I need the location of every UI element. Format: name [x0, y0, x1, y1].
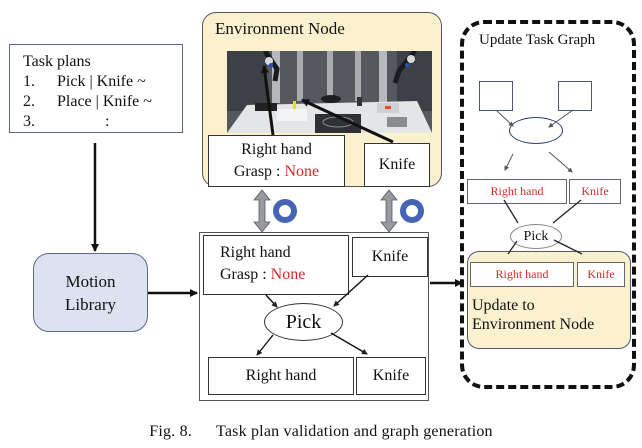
graph-output-right-hand-node: Right hand: [208, 357, 354, 395]
placeholder-node-left: [479, 81, 513, 111]
update-task-graph-panel: Update Task Graph Right hand Knife Right…: [460, 20, 636, 389]
task-plans-box: Task plans 1. Pick | Knife ~ 2. Place | …: [9, 44, 183, 133]
workcell-photo-image: [227, 51, 432, 133]
check-circle-icon: [273, 199, 297, 223]
graph-pick-action-node: Pick: [264, 303, 343, 341]
grasp-value: None: [270, 266, 306, 283]
double-arrow-right-hand: [253, 189, 271, 233]
environment-right-hand-node: Right hand Grasp : None: [208, 135, 345, 187]
environment-knife-node: Knife: [364, 143, 430, 187]
update-task-graph-title: Update Task Graph: [479, 32, 596, 48]
motion-library-node: Motion Library: [33, 253, 148, 332]
grasp-status: Grasp : None: [220, 264, 348, 286]
task-plans-title: Task plans: [23, 53, 91, 70]
update-environment-label: Update to Environment Node: [472, 297, 595, 333]
figure-number: Fig. 8.: [149, 423, 192, 440]
double-arrow-knife: [380, 189, 398, 233]
task-plan-item: 1. Pick | Knife ~: [23, 73, 146, 90]
update-environment-node: Right hand Knife Update to Environment N…: [467, 251, 631, 349]
motion-library-label: Motion: [65, 271, 116, 291]
workcell-photo: [227, 51, 432, 133]
grasp-value: None: [284, 163, 320, 180]
grasp-label: Grasp :: [220, 266, 271, 283]
right-hand-label: Right hand: [220, 244, 291, 261]
placeholder-action-node: [509, 117, 563, 144]
task-plan-item: 2. Place | Knife ~: [23, 93, 152, 110]
update-pick-action-node: Pick: [510, 224, 562, 249]
graph-right-hand-node: Right hand Grasp : None: [203, 235, 349, 295]
environment-node-title: Environment Node: [215, 19, 345, 38]
graph-knife-node: Knife: [352, 237, 428, 277]
motion-library-label: Library: [65, 294, 116, 314]
figure-caption-text: Task plan validation and graph generatio…: [215, 423, 493, 440]
environment-node: Environment Node: [202, 12, 442, 187]
update-knife-node: Knife: [569, 179, 621, 204]
grasp-status: Grasp : None: [234, 161, 319, 183]
env-update-knife-node: Knife: [577, 262, 625, 287]
graph-output-knife-node: Knife: [356, 357, 426, 395]
right-hand-label: Right hand: [241, 141, 312, 158]
grasp-label: Grasp :: [233, 163, 285, 180]
check-circle-icon: [400, 199, 424, 223]
figure-caption: Fig. 8. Task plan validation and graph ge…: [0, 423, 642, 441]
placeholder-node-right: [558, 81, 592, 111]
env-update-right-hand-node: Right hand: [470, 262, 574, 287]
task-graph-box: Right hand Grasp : None Knife Pick Right…: [199, 232, 429, 401]
update-right-hand-node: Right hand: [467, 179, 567, 204]
task-plan-item: 3. :: [23, 113, 110, 130]
